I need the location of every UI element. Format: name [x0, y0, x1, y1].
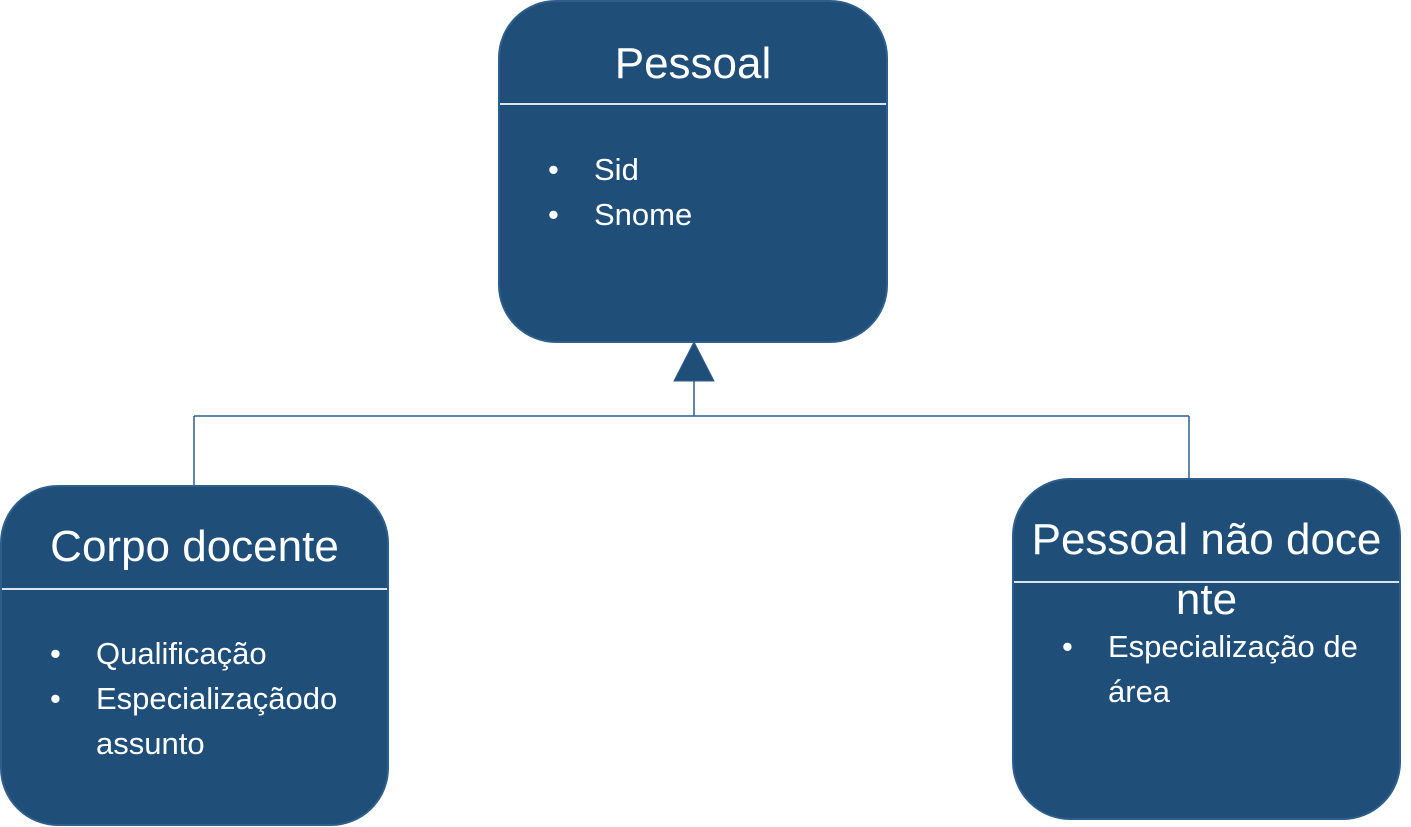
- attribute-item: Snome: [548, 192, 874, 237]
- class-divider: [1014, 581, 1399, 583]
- attribute-list: Sid Snome: [548, 147, 874, 237]
- class-box-pessoal-nao-docente[interactable]: Pessoal não docente Especialização de ár…: [1012, 478, 1401, 820]
- attribute-item: Especialização de área: [1062, 624, 1363, 714]
- attribute-list: Qualificação Especializaçãodo assunto: [50, 631, 366, 766]
- class-title: Corpo docente: [50, 522, 339, 571]
- class-box-corpo-docente[interactable]: Corpo docente Qualificação Especializaçã…: [0, 485, 389, 826]
- class-title: Pessoal não docente: [1031, 515, 1382, 624]
- inheritance-arrowhead: [673, 340, 715, 382]
- attribute-list: Especialização de área: [1062, 624, 1363, 714]
- attribute-item: Sid: [548, 147, 874, 192]
- class-divider: [500, 103, 886, 105]
- class-box-pessoal[interactable]: Pessoal Sid Snome: [498, 0, 888, 343]
- class-divider: [2, 588, 387, 590]
- attribute-item: Especializaçãodo assunto: [50, 676, 366, 766]
- attribute-item: Qualificação: [50, 631, 366, 676]
- class-title: Pessoal: [614, 39, 772, 88]
